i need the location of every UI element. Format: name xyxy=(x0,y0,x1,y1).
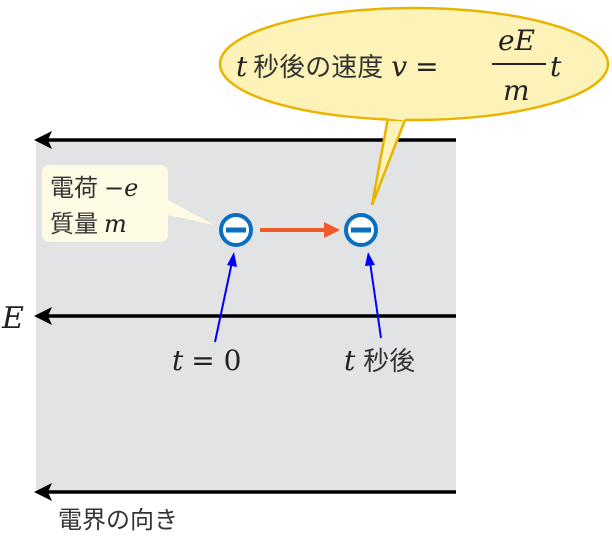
motion-arrow xyxy=(260,222,340,238)
field-line-bottom xyxy=(34,483,456,501)
arrow-left-icon xyxy=(34,307,52,325)
svg-text:t: t xyxy=(550,50,562,83)
field-line-middle xyxy=(34,307,456,325)
field-direction-label: 電界の向き xyxy=(58,506,178,534)
field-label: E xyxy=(1,301,24,336)
pointer-arrow-start xyxy=(214,252,237,343)
svg-text:電荷−e: 電荷−e xyxy=(50,174,138,202)
arrow-left-icon xyxy=(34,131,52,149)
svg-text:質量m: 質量m xyxy=(50,210,127,238)
pointer-arrow-later xyxy=(365,252,382,339)
arrow-left-icon xyxy=(34,483,52,501)
svg-text:eE: eE xyxy=(498,24,535,57)
time-label-start: t= 0 xyxy=(172,344,241,377)
electron-later xyxy=(344,213,378,247)
svg-text:m: m xyxy=(503,74,530,107)
electron-start xyxy=(219,213,253,247)
